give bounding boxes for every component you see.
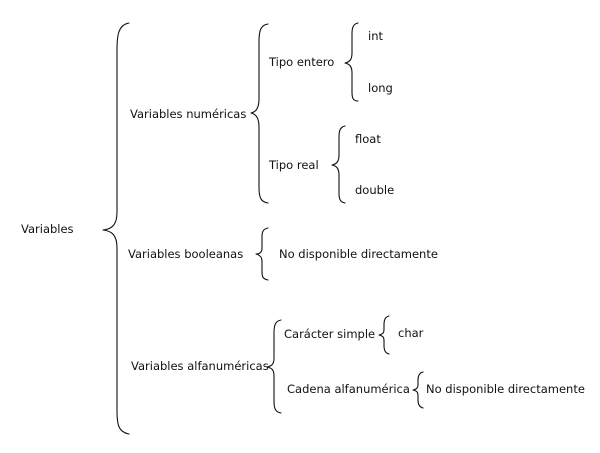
booleanas-note: No disponible directamente <box>279 247 438 261</box>
alfanumericas-label: Variables alfanuméricas <box>131 359 269 373</box>
numericas-label: Variables numéricas <box>130 107 247 121</box>
root-brace <box>102 22 130 435</box>
tipo-entero-label: Tipo entero <box>269 55 335 69</box>
caracter-brace <box>378 315 390 355</box>
caracter-simple-label: Carácter simple <box>284 327 376 341</box>
cadena-note: No disponible directamente <box>426 382 585 396</box>
int-label: int <box>368 29 383 43</box>
alfanumericas-brace <box>266 319 282 414</box>
numericas-brace <box>250 23 269 204</box>
cadena-alfanumerica-label: Cadena alfanumérica <box>287 382 410 396</box>
root-label: Variables <box>21 222 74 236</box>
tipo-real-label: Tipo real <box>269 158 319 172</box>
tipo-real-brace <box>331 125 346 204</box>
double-label: double <box>355 183 395 197</box>
booleanas-label: Variables booleanas <box>128 247 244 261</box>
float-label: float <box>355 132 381 146</box>
cadena-brace <box>412 371 424 409</box>
char-label: char <box>398 326 424 340</box>
long-label: long <box>368 81 393 95</box>
tipo-entero-brace <box>344 22 359 102</box>
booleanas-brace <box>255 227 269 281</box>
